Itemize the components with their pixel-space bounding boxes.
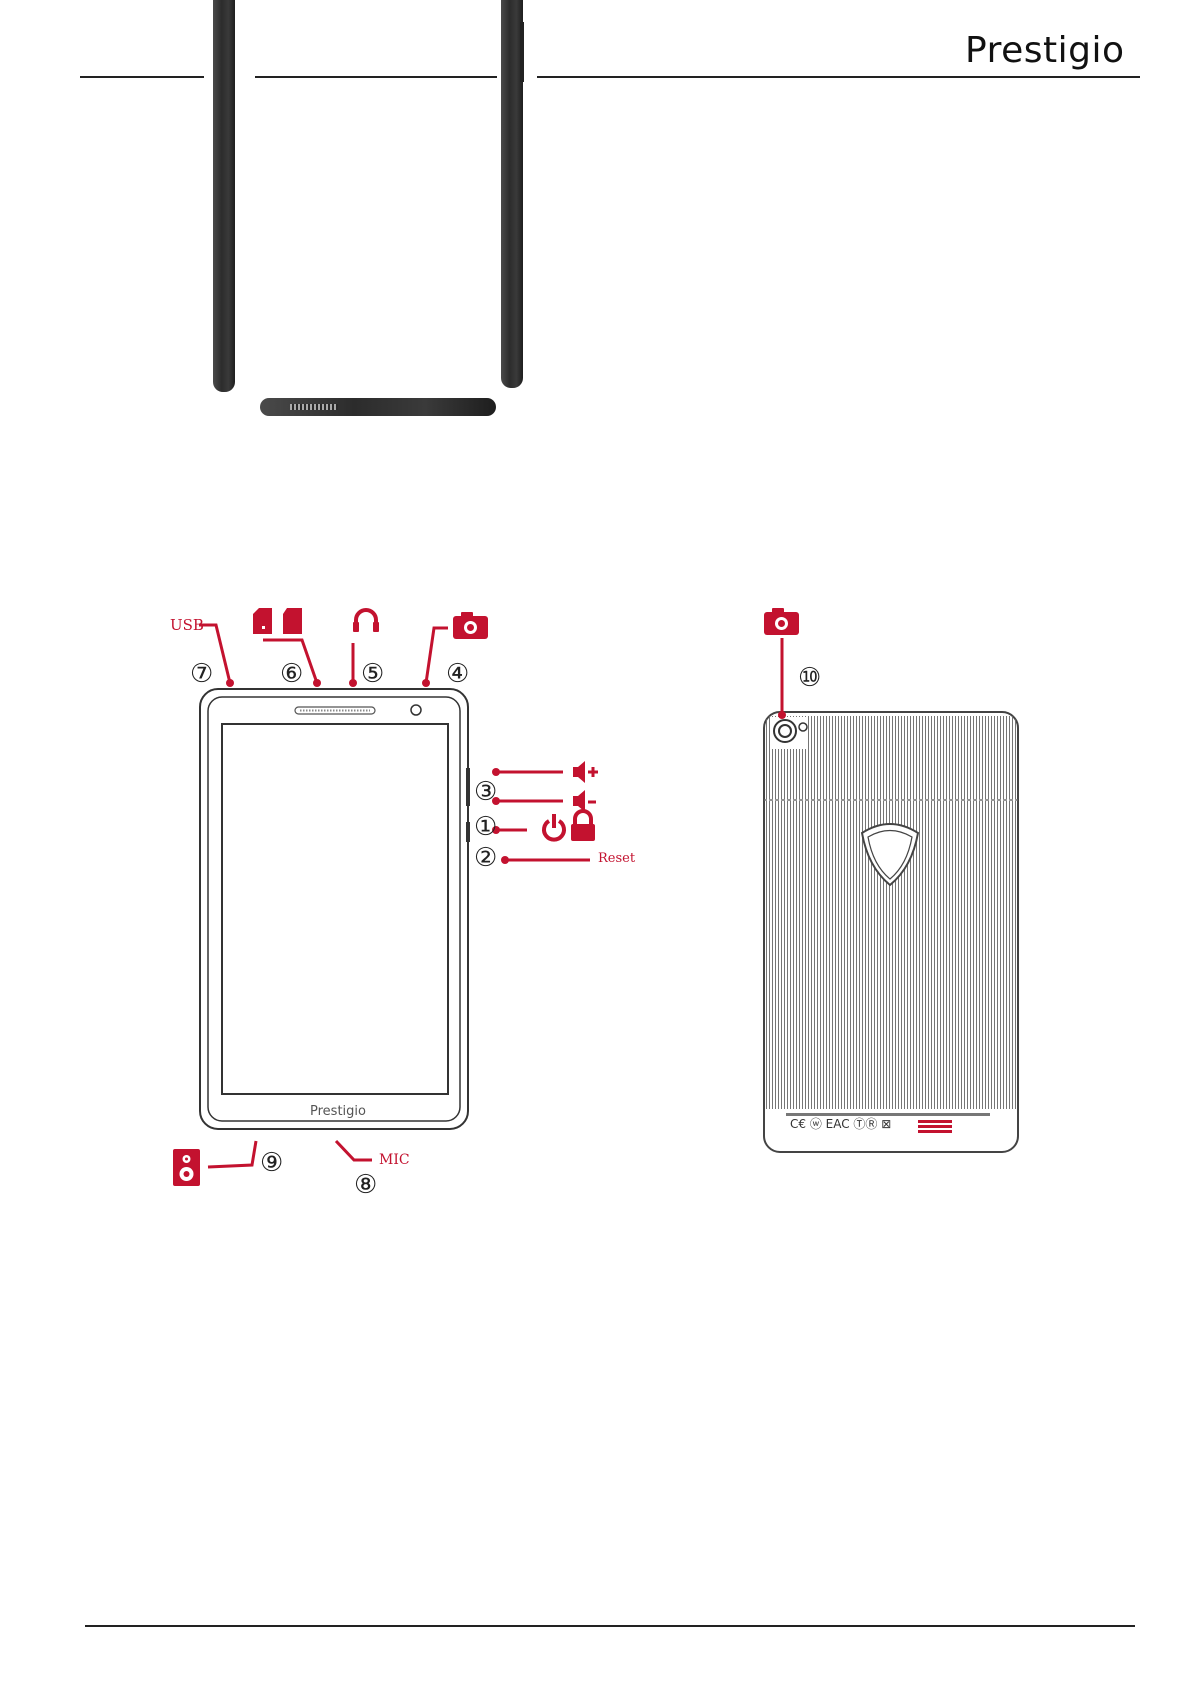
callout-number-volume: ③	[474, 777, 498, 807]
svg-text:C€ ⓦ EAC ⓉⓇ ⊠: C€ ⓦ EAC ⓉⓇ ⊠	[790, 1117, 891, 1131]
header-rule-middle	[255, 76, 497, 78]
callout-number-reset: ②	[474, 843, 498, 873]
reset-label: Reset	[598, 851, 636, 866]
tablet-left-side-view	[213, 0, 235, 392]
callout-number-rear-camera: ⑩	[798, 663, 822, 693]
header-rule-right	[537, 76, 1140, 78]
usb-label: USB	[170, 616, 204, 634]
screen-brand-logo: Prestigio	[310, 1104, 366, 1119]
header-rule-left	[80, 76, 204, 78]
tablet-bottom-side-view	[260, 398, 496, 416]
volume-button-side	[520, 22, 524, 82]
callout-number-speaker: ⑨	[260, 1148, 284, 1178]
callout-number-usb: ⑦	[190, 659, 214, 689]
callout-number-mic: ⑧	[354, 1170, 378, 1200]
brand-logo: Prestigio	[965, 30, 1125, 71]
callout-number-front-camera: ④	[446, 659, 470, 689]
tablet-right-side-view	[501, 0, 523, 388]
callout-number-headphone: ⑤	[361, 659, 385, 689]
footer-rule	[85, 1625, 1135, 1627]
callout-number-power: ①	[474, 812, 498, 842]
mic-label: MIC	[379, 1152, 410, 1168]
bottom-speaker-grille	[290, 404, 338, 410]
callout-number-sd-card: ⑥	[280, 659, 304, 689]
